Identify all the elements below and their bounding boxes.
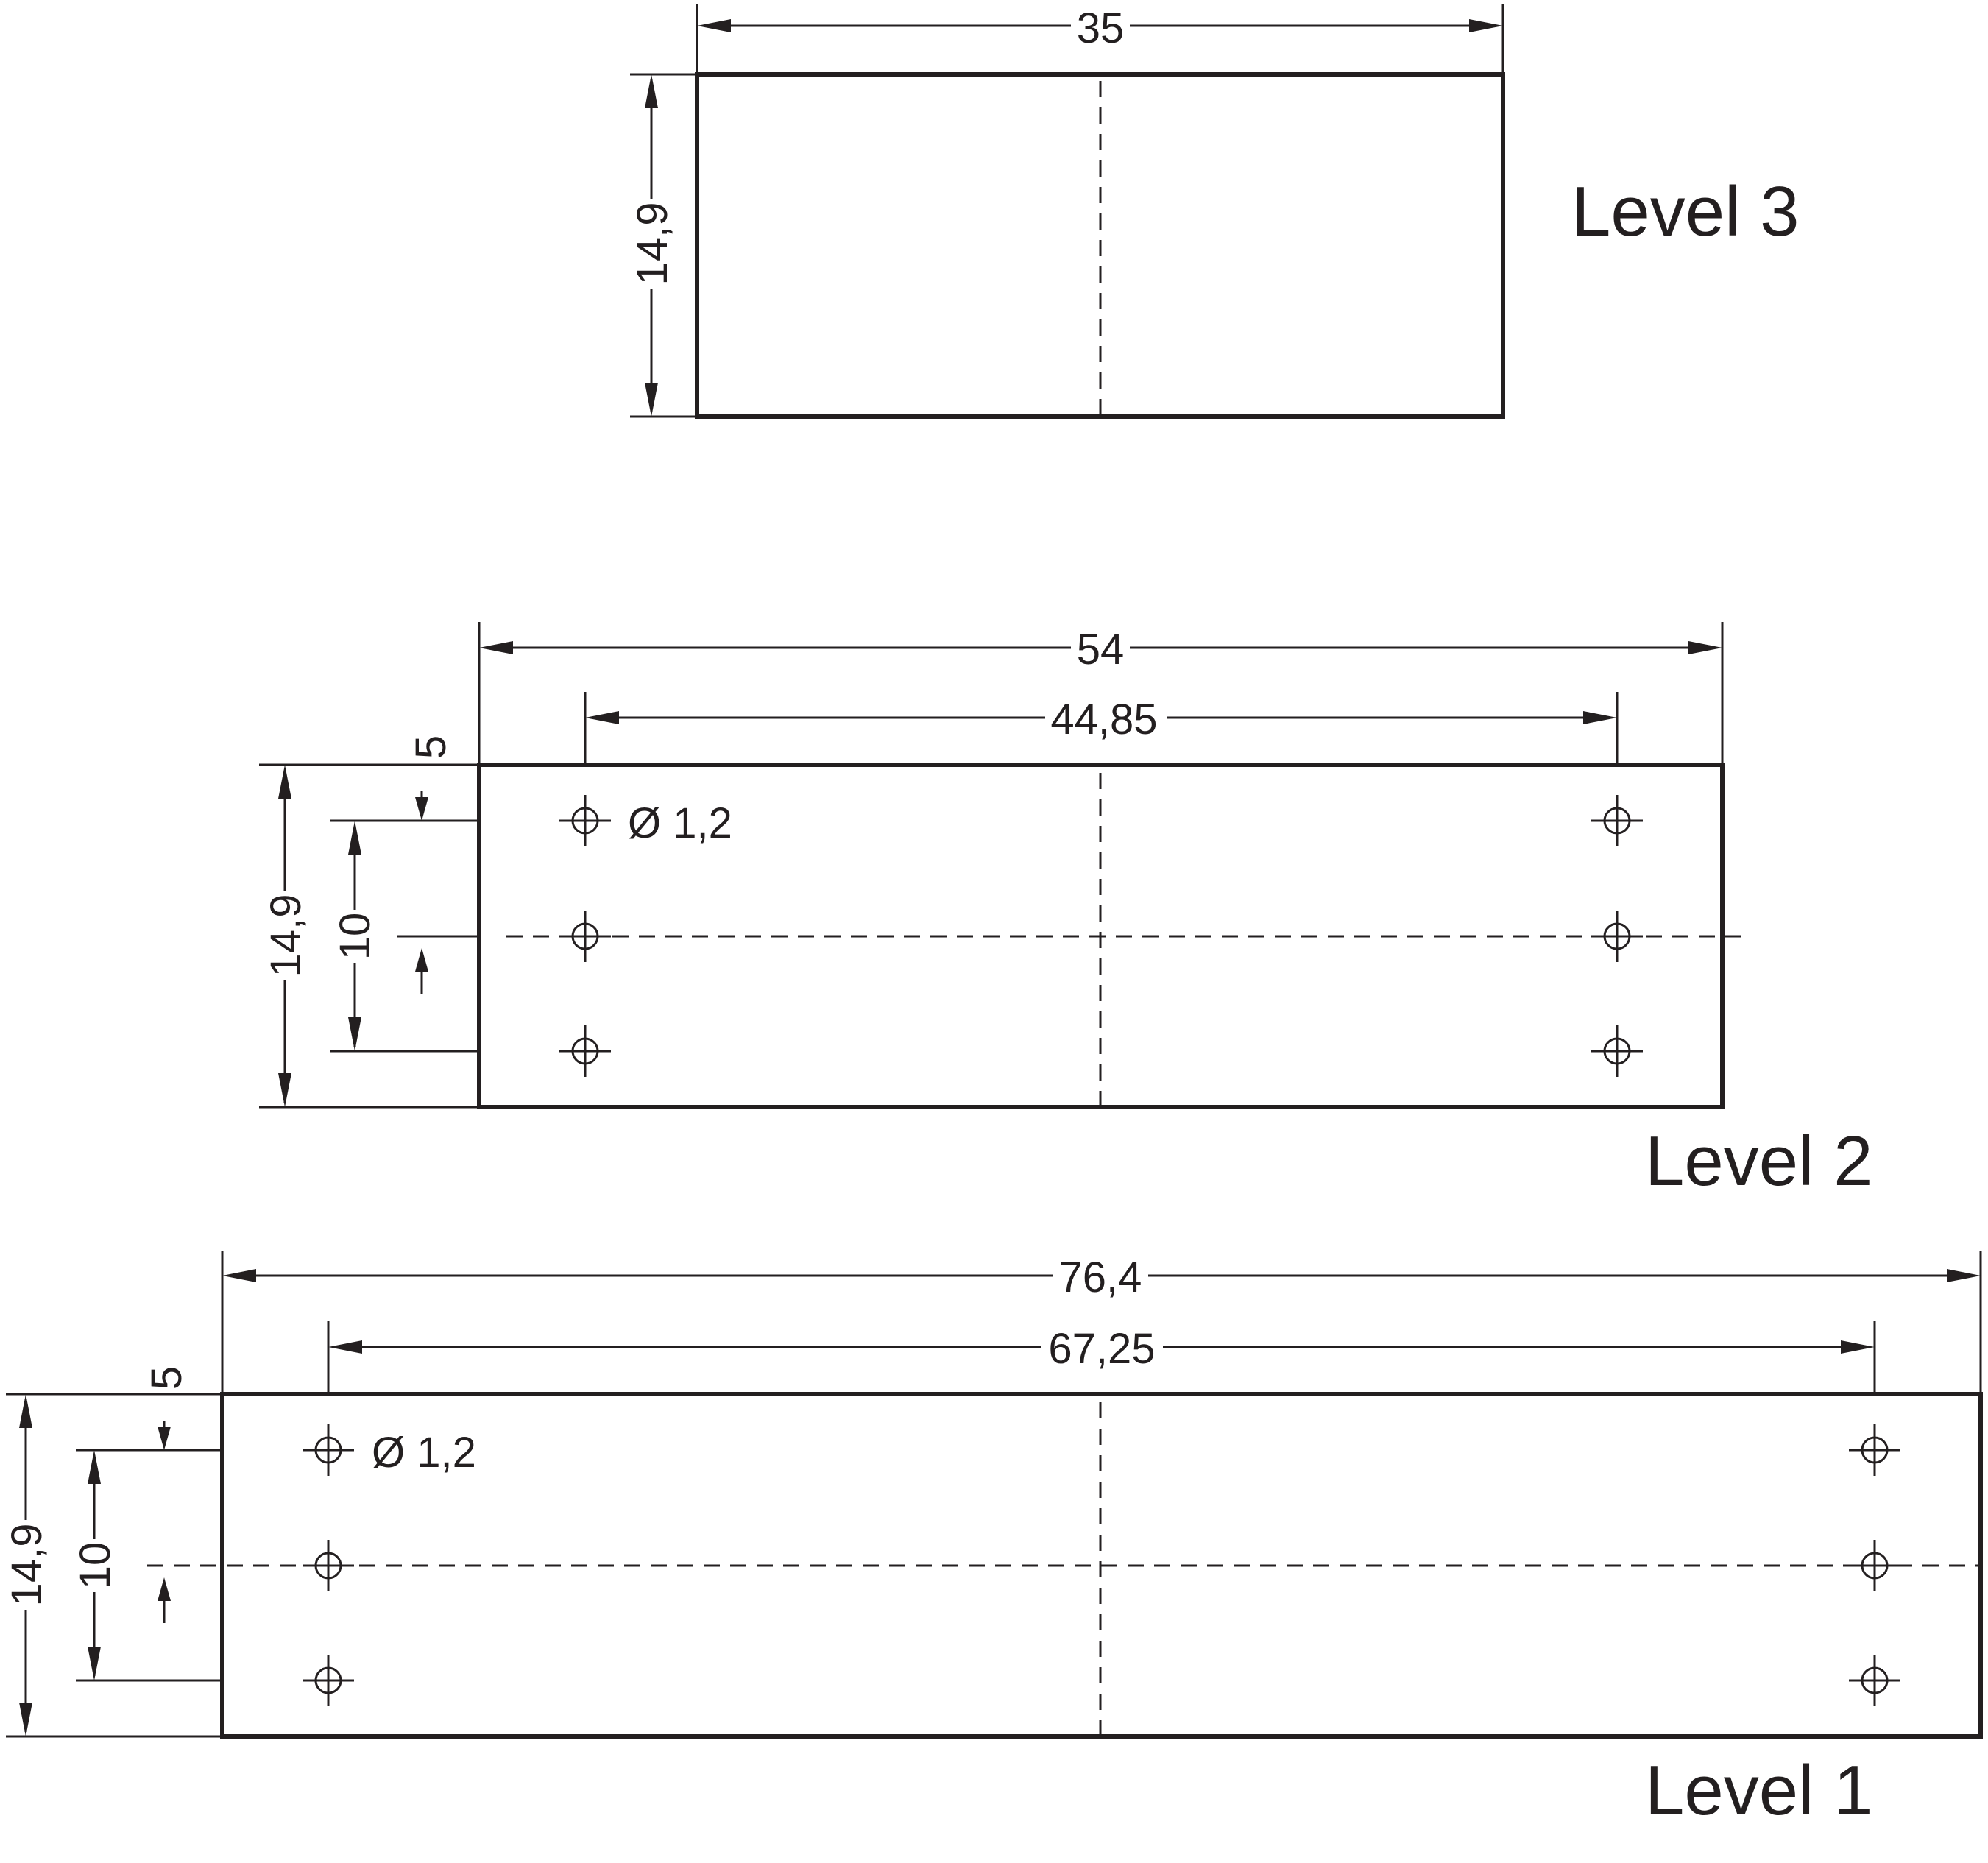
level1-label: Level 1 [1645, 1751, 1873, 1830]
level1-width-arrow-right [1947, 1269, 1981, 1282]
level1-height-label: 14,9 [3, 1524, 51, 1607]
level1-width-arrow-left [222, 1269, 256, 1282]
level2-width-label: 54 [1077, 626, 1125, 674]
level1-offset-arrow-bottom [158, 1577, 171, 1601]
level2-width-arrow-left [479, 641, 513, 654]
level2-label: Level 2 [1645, 1122, 1873, 1201]
level2-hole [559, 911, 611, 962]
level1-hole [1849, 1655, 1900, 1706]
level2-hole [1591, 795, 1643, 846]
level2-offset-arrow-bottom [415, 948, 428, 972]
level1-width-label: 76,4 [1059, 1254, 1142, 1301]
level1-pitch-arrow-left [328, 1340, 362, 1354]
level2-offset-label: 5 [407, 735, 455, 759]
level1-group: 76,4 67,25 14,9 10 5 [3, 1251, 1983, 1830]
level1-pitch-arrow-right [1841, 1340, 1875, 1354]
level2-pitch-arrow-left [585, 711, 619, 724]
level2-hole [1591, 1025, 1643, 1077]
level1-hole [303, 1540, 354, 1591]
level3-width-arrow-right [1469, 19, 1503, 32]
level1-hole [303, 1424, 354, 1476]
level1-hole [1849, 1540, 1900, 1591]
level1-hole [1849, 1424, 1900, 1476]
level2-hole [559, 795, 611, 846]
level2-width-arrow-right [1688, 641, 1722, 654]
level3-label: Level 3 [1571, 172, 1800, 251]
level1-height-arrow-bottom [19, 1703, 32, 1736]
level2-hole-label: Ø 1,2 [628, 799, 732, 847]
level1-offset-arrow-top [158, 1427, 171, 1450]
level1-offset-label: 5 [143, 1366, 191, 1390]
level2-hole [1591, 911, 1643, 962]
level2-height-arrow-bottom [278, 1073, 291, 1107]
level3-group: 35 14,9 Level 3 [627, 4, 1800, 423]
level2-row-arrow-bottom [348, 1017, 361, 1051]
level2-height-label: 14,9 [262, 894, 310, 978]
level2-row-arrow-top [348, 821, 361, 855]
level1-pitch-label: 67,25 [1048, 1325, 1155, 1373]
level2-group: 54 44,85 14,9 10 5 [259, 622, 1873, 1201]
level1-row-label: 10 [71, 1542, 119, 1590]
level1-height-arrow-top [19, 1394, 32, 1428]
level3-height-label: 14,9 [629, 202, 676, 286]
level2-offset-arrow-top [415, 797, 428, 821]
level2-pitch-arrow-right [1583, 711, 1617, 724]
level1-row-arrow-bottom [88, 1647, 101, 1680]
level3-width-arrow-left [697, 19, 731, 32]
level1-row-arrow-top [88, 1450, 101, 1484]
level1-hole [303, 1655, 354, 1706]
level2-height-arrow-top [278, 765, 291, 799]
level2-pitch-label: 44,85 [1050, 696, 1157, 743]
level3-outline [695, 72, 1505, 419]
level3-height-arrow-top [645, 74, 658, 108]
level3-height-arrow-bottom [645, 383, 658, 417]
level2-hole [559, 1025, 611, 1077]
level1-hole-label: Ø 1,2 [372, 1429, 476, 1477]
level3-width-label: 35 [1077, 4, 1125, 52]
level2-row-label: 10 [331, 913, 379, 961]
